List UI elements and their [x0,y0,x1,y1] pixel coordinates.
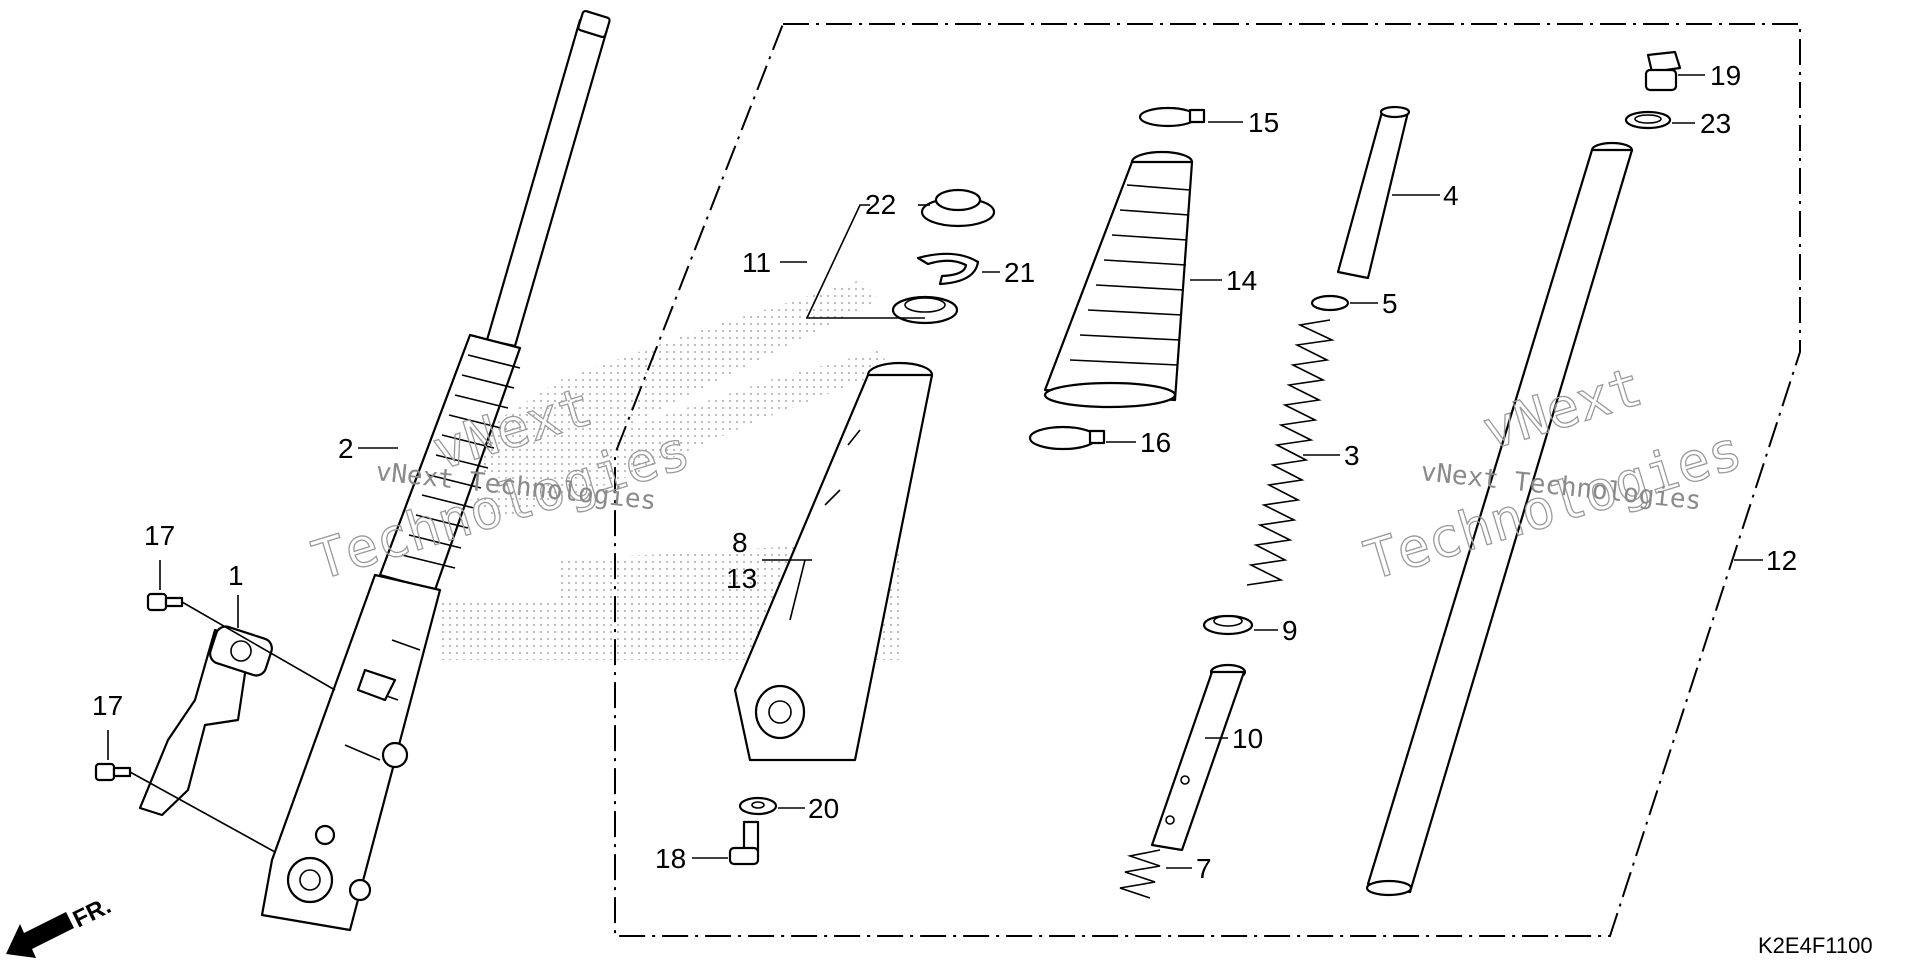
callout-21: 21 [1004,257,1035,288]
callouts: 1 2 17 17 22 11 21 8 13 20 18 15 14 16 4… [92,60,1797,884]
front-direction-label: FR. [69,892,116,933]
callout-19: 19 [1710,60,1741,91]
callout-16: 16 [1140,427,1171,458]
boot-band-upper [1138,106,1206,128]
callout-5: 5 [1382,288,1398,319]
boot-band-lower [1028,425,1106,451]
callout-1: 1 [228,560,244,591]
leader-lines [107,74,1763,869]
callout-7: 7 [1196,853,1212,884]
callout-12: 12 [1766,545,1797,576]
callout-9: 9 [1282,615,1298,646]
callout-20: 20 [808,793,839,824]
callout-10: 10 [1232,723,1263,754]
fork-bolt [1644,50,1682,92]
callout-2: 2 [338,433,354,464]
dust-seal [920,188,996,228]
callout-3: 3 [1344,440,1360,471]
fork-assembly [260,9,611,932]
spring-seat [1310,294,1350,312]
fork-bottom-case [733,361,934,762]
socket-bolt [728,820,760,866]
rebound-spring [1119,849,1161,899]
o-ring [1624,110,1672,130]
callout-8: 8 [732,527,748,558]
fork-spacer [1336,105,1411,280]
stopper-ring [916,252,980,286]
piston-ring [1202,614,1254,636]
callout-17-upper: 17 [144,520,175,551]
watermark-right: vNext Technologies vNext Technologies [1357,354,1750,593]
fork-piston [1150,663,1247,852]
washer-20 [738,796,778,816]
bolt-17-lower [94,762,132,782]
callout-23: 23 [1700,108,1731,139]
front-direction-indicator: FR. [6,892,115,958]
brake-hose-clamp [138,625,273,817]
callout-13: 13 [726,563,757,594]
drawing-code: K2E4F1100 [1758,933,1873,958]
front-arrow-icon [6,912,74,958]
callout-17-lower: 17 [92,690,123,721]
bolt-17-upper [146,592,184,612]
callout-14: 14 [1226,265,1257,296]
callout-22: 22 [865,189,896,220]
fork-inner-tube [1365,141,1634,897]
callout-15: 15 [1248,107,1279,138]
callout-11: 11 [742,247,771,278]
fork-spring [1246,319,1335,586]
callout-4: 4 [1443,180,1459,211]
oil-seal [891,295,959,325]
assembly-boundary [614,23,1801,937]
fork-boot [1043,150,1194,409]
callout-18: 18 [655,843,686,874]
